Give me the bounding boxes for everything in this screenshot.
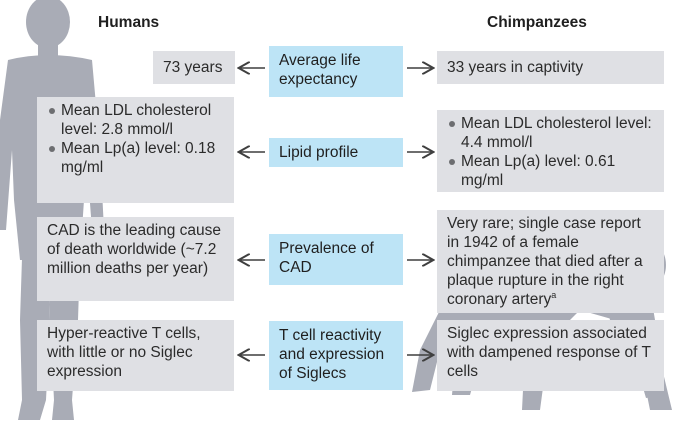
chimpanzees-lpa-bullet: Mean Lp(a) level: 0.61 mg/ml [447,152,654,190]
humans-ldl-bullet: Mean LDL cholesterol level: 2.8 mmol/l [47,101,224,139]
chimpanzees-ldl-bullet: Mean LDL cholesterol level: 4.4 mmol/l [447,114,654,152]
humans-life-expectancy: 73 years [153,51,235,84]
humans-cad-prevalence: CAD is the leading cause of death worldw… [37,217,234,301]
humans-header: Humans [98,14,160,31]
humans-lipid-profile: Mean LDL cholesterol level: 2.8 mmol/l M… [37,97,234,203]
topic-t-cell-reactivity: T cell reactivity and expression of Sigl… [269,321,403,390]
topic-average-life-expectancy: Average life expectancy [269,46,403,97]
humans-t-cell-reactivity: Hyper-reactive T cells, with little or n… [37,320,234,391]
topic-lipid-profile: Lipid profile [269,138,403,167]
topic-prevalence-of-cad: Prevalence of CAD [269,234,403,285]
footnote-marker: a [551,289,557,300]
chimpanzees-life-expectancy: 33 years in captivity [437,51,664,84]
chimpanzees-lipid-profile: Mean LDL cholesterol level: 4.4 mmol/l M… [437,110,664,192]
humans-lpa-bullet: Mean Lp(a) level: 0.18 mg/ml [47,139,224,177]
chimpanzees-t-cell-reactivity: Siglec expression associated with dampen… [437,320,664,391]
chimpanzees-cad-prevalence: Very rare; single case report in 1942 of… [437,210,664,313]
chimpanzees-header: Chimpanzees [487,14,587,31]
